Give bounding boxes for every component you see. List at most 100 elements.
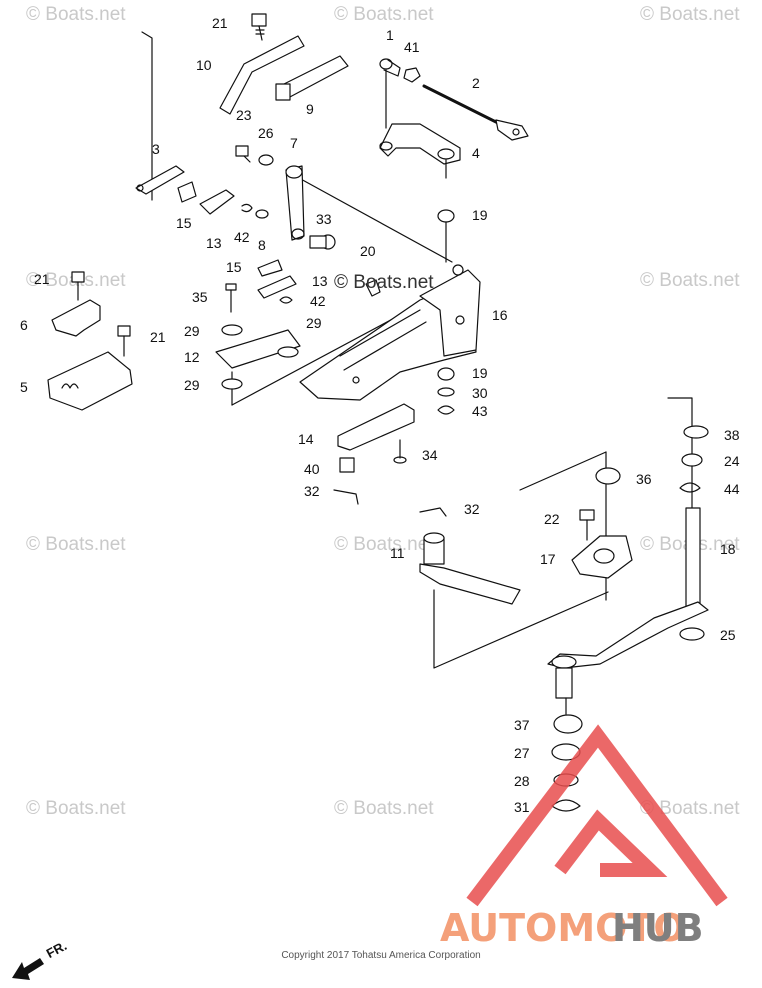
washer-30 bbox=[437, 387, 455, 397]
pin-34 bbox=[393, 439, 407, 464]
watermark-text: © Boats.net bbox=[26, 798, 126, 819]
clip-42-mid bbox=[279, 296, 293, 304]
callout-9: 9 bbox=[306, 101, 314, 117]
callout-29b: 29 bbox=[306, 315, 322, 331]
callout-15-mid: 15 bbox=[226, 259, 242, 275]
center-watermark: © Boats.net bbox=[334, 272, 434, 293]
washer-26 bbox=[258, 154, 274, 166]
clip-31 bbox=[551, 799, 581, 812]
bolt-21-right bbox=[117, 325, 131, 337]
callout-28: 28 bbox=[514, 773, 530, 789]
callout-42: 42 bbox=[234, 229, 250, 245]
watermark-text: © Boats.net bbox=[640, 798, 740, 819]
callout-35: 35 bbox=[192, 289, 208, 305]
callout-25: 25 bbox=[720, 627, 736, 643]
callout-8: 8 bbox=[258, 237, 266, 253]
watermark-text: © Boats.net bbox=[26, 534, 126, 555]
callout-1: 1 bbox=[386, 27, 394, 43]
callout-31: 31 bbox=[514, 799, 530, 815]
copyright-text: Copyright 2017 Tohatsu America Corporati… bbox=[281, 950, 481, 961]
callout-3: 3 bbox=[152, 141, 160, 157]
callout-32: 32 bbox=[304, 483, 320, 499]
lever-4 bbox=[379, 123, 461, 179]
assembly-line bbox=[433, 589, 609, 669]
clip-3 bbox=[135, 165, 185, 195]
rod-2 bbox=[422, 84, 529, 141]
callout-16: 16 bbox=[492, 307, 508, 323]
callout-33: 33 bbox=[316, 211, 332, 227]
washer-29 bbox=[221, 324, 243, 336]
callout-36: 36 bbox=[636, 471, 652, 487]
callout-13-mid: 13 bbox=[312, 273, 328, 289]
callout-13: 13 bbox=[206, 235, 222, 251]
pin-35 bbox=[225, 283, 237, 313]
bushing-36 bbox=[595, 467, 621, 485]
callout-18: 18 bbox=[720, 541, 736, 557]
callout-2: 2 bbox=[472, 75, 480, 91]
callout-10: 10 bbox=[196, 57, 212, 73]
shaft-18 bbox=[547, 507, 709, 699]
callout-44: 44 bbox=[724, 481, 740, 497]
direction-arrow-icon bbox=[12, 958, 44, 980]
callout-32b: 32 bbox=[464, 501, 480, 517]
callout-17: 17 bbox=[540, 551, 556, 567]
callout-43: 43 bbox=[472, 403, 488, 419]
bolt-23 bbox=[235, 145, 251, 163]
cover-6 bbox=[51, 299, 101, 337]
leader-line bbox=[287, 171, 453, 263]
callout-7: 7 bbox=[290, 135, 298, 151]
pin-33 bbox=[309, 234, 336, 250]
ring-38 bbox=[683, 425, 709, 439]
callout-21: 21 bbox=[212, 15, 228, 31]
callout-26: 26 bbox=[258, 125, 274, 141]
brand-name-part2: HUB bbox=[612, 906, 704, 950]
clip-44 bbox=[679, 482, 701, 493]
bracket-16 bbox=[299, 264, 481, 401]
callout-34: 34 bbox=[422, 447, 438, 463]
fitting-20 bbox=[365, 279, 381, 297]
callout-20: 20 bbox=[360, 243, 376, 259]
callout-12: 12 bbox=[184, 349, 200, 365]
callout-38: 38 bbox=[724, 427, 740, 443]
callout-29c: 29 bbox=[184, 377, 200, 393]
callout-14: 14 bbox=[298, 431, 314, 447]
callout-19: 19 bbox=[472, 207, 488, 223]
bolt-21-top bbox=[251, 13, 267, 41]
clip-15-mid bbox=[257, 259, 283, 277]
clip-42 bbox=[241, 203, 253, 213]
clip-15 bbox=[177, 181, 197, 203]
link-10 bbox=[219, 35, 305, 115]
brand-logo-icon bbox=[466, 724, 728, 907]
watermark-text: © Boats.net bbox=[640, 4, 740, 25]
base-5 bbox=[47, 351, 133, 411]
callout-24: 24 bbox=[724, 453, 740, 469]
callout-11: 11 bbox=[390, 545, 405, 561]
plate-17 bbox=[571, 535, 633, 579]
assembly-line bbox=[141, 31, 153, 201]
nut-41 bbox=[403, 67, 421, 83]
bushing-19 bbox=[437, 209, 455, 223]
bolt-22 bbox=[579, 509, 595, 521]
slide-14 bbox=[337, 403, 415, 451]
callout-40: 40 bbox=[304, 461, 320, 477]
watermark-text: © Boats.net bbox=[334, 798, 434, 819]
callout-5: 5 bbox=[20, 379, 28, 395]
watermark-text: © Boats.net bbox=[334, 4, 434, 25]
callout-37: 37 bbox=[514, 717, 530, 733]
watermark-text: © Boats.net bbox=[334, 534, 434, 555]
callout-21-right: 21 bbox=[150, 329, 166, 345]
clip-43 bbox=[437, 405, 455, 415]
bushing-19b bbox=[437, 367, 455, 381]
washer-29c bbox=[221, 378, 243, 390]
link-12 bbox=[215, 329, 301, 369]
callout-22: 22 bbox=[544, 511, 560, 527]
callout-19b: 19 bbox=[472, 365, 488, 381]
callout-6: 6 bbox=[20, 317, 28, 333]
callout-30: 30 bbox=[472, 385, 488, 401]
ball-joint-1 bbox=[379, 58, 401, 77]
seal-37 bbox=[553, 714, 583, 734]
arm-7 bbox=[285, 165, 305, 241]
collar-40 bbox=[339, 457, 355, 473]
